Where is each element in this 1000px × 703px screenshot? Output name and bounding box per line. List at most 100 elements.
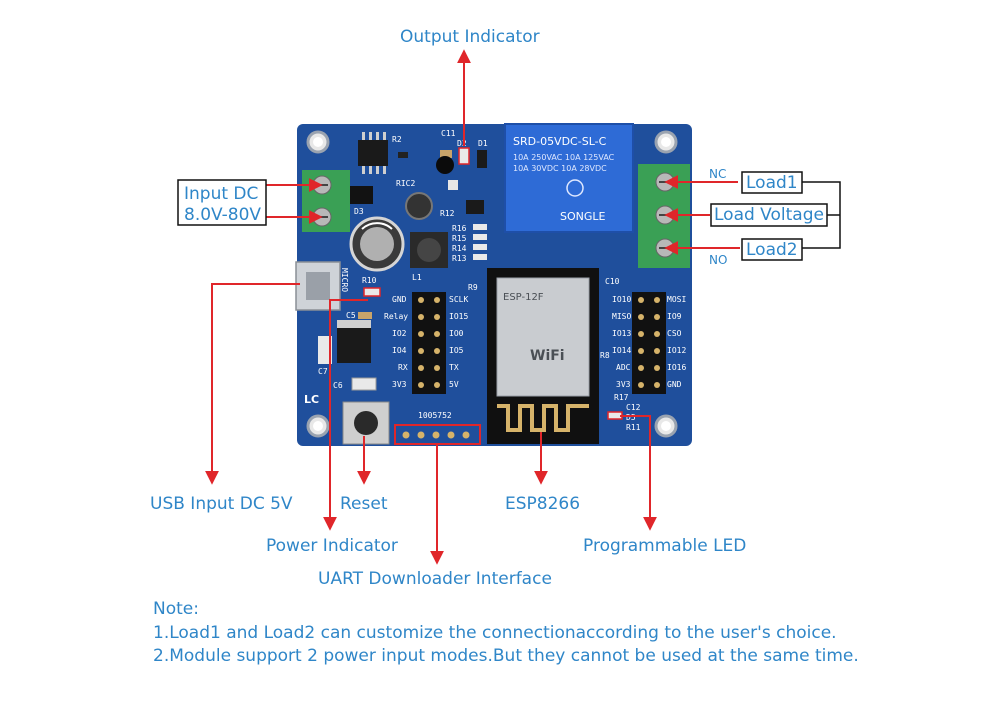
voltage-regulator: [337, 325, 371, 363]
callout-arrows: [205, 49, 740, 565]
notes: Note: 1.Load1 and Load2 can customize th…: [153, 599, 859, 666]
silk-l1: L1: [412, 273, 422, 282]
silk-r17: R17: [614, 393, 629, 402]
header-pin-label: CSO: [667, 329, 682, 338]
load-voltage-box: [710, 203, 828, 227]
micro-usb-port: [295, 261, 341, 311]
relay-model: SRD-05VDC-SL-C: [513, 135, 607, 148]
silk-c7: C7: [318, 367, 328, 376]
header-pin-label: IO16: [667, 363, 686, 372]
label-reset: Reset: [340, 494, 388, 514]
silk-c12: C12: [626, 403, 641, 412]
header-pin-label: IO4: [392, 346, 407, 355]
silk-r8: R8: [600, 351, 610, 360]
note-line-1: 1.Load1 and Load2 can customize the conn…: [153, 623, 837, 643]
label-no: NO: [709, 253, 727, 267]
silk-c5: C5: [346, 311, 356, 320]
programmable-led: [607, 411, 623, 420]
label-programmable-led: Programmable LED: [583, 536, 746, 556]
right-header-left-labels: IO10 MISO IO13 IO14 ADC 3V3: [612, 295, 631, 389]
left-header-labels: GND Relay IO2 IO4 RX 3V3: [384, 295, 408, 389]
input-terminal-block: [302, 170, 350, 232]
header-pin-label: 3V3: [616, 380, 631, 389]
load2-box: [741, 238, 803, 261]
ic-chip: [358, 132, 388, 174]
silk-d2: D2: [457, 139, 467, 148]
label-input-dc: Input DC: [184, 184, 258, 204]
label-esp8266: ESP8266: [505, 494, 580, 514]
right-pin-header: [632, 292, 666, 394]
silk-r9: R9: [468, 283, 478, 292]
label-uart: UART Downloader Interface: [318, 569, 552, 589]
header-pin-label: IO10: [612, 295, 631, 304]
power-led: [363, 287, 381, 297]
label-input-voltage: 8.0V-80V: [184, 205, 261, 225]
reset-button: [342, 401, 390, 445]
header-pin-label: 5V: [449, 380, 459, 389]
arrow-power-indicator: [323, 299, 368, 531]
header-pin-label: RX: [398, 363, 408, 372]
silk-r11: R11: [626, 423, 641, 432]
silk-serial: 1005752: [418, 411, 452, 420]
label-load1: Load1: [746, 173, 798, 193]
header-pin-label: IO2: [392, 329, 407, 338]
header-pin-label: IO5: [449, 346, 464, 355]
module-model: ESP-12F: [503, 292, 544, 303]
header-pin-label: SCLK: [449, 295, 468, 304]
silk-r10: R10: [362, 276, 377, 285]
header-pin-label: IO9: [667, 312, 682, 321]
silk-c10: C10: [605, 277, 620, 286]
label-load2: Load2: [746, 240, 798, 260]
silk-ric2: RIC2: [396, 179, 415, 188]
label-output-indicator: Output Indicator: [400, 27, 540, 47]
relay-rating-2: 10A 30VDC 10A 28VDC: [513, 164, 607, 173]
header-pin-label: MOSI: [667, 295, 686, 304]
relay-rating-1: 10A 250VAC 10A 125VAC: [513, 153, 615, 162]
relay-brand: SONGLE: [560, 210, 606, 223]
label-power-indicator: Power Indicator: [266, 536, 398, 556]
electrolytic-capacitor: [349, 216, 405, 272]
mounting-holes: [306, 130, 678, 438]
silk-r16: R16: [452, 224, 467, 233]
silk-c6: C6: [333, 381, 343, 390]
esp8266-module: ESP-12F WiFi: [487, 268, 599, 444]
right-header-right-labels: MOSI IO9 CSO IO12 IO16 GND: [667, 295, 686, 389]
header-pin-label: ADC: [616, 363, 631, 372]
pcb-antenna: [497, 404, 589, 432]
left-pin-header: [412, 292, 446, 394]
silk-r13: R13: [452, 254, 467, 263]
note-line-2: 2.Module support 2 power input modes.But…: [153, 646, 859, 666]
header-pin-label: TX: [449, 363, 459, 372]
header-pin-label: GND: [667, 380, 682, 389]
silk-r15: R15: [452, 234, 467, 243]
load1-box: [741, 171, 803, 194]
header-pin-label: IO14: [612, 346, 631, 355]
arrow-usb-input: [205, 283, 300, 485]
arrow-programmable-led: [620, 415, 657, 531]
label-usb-input: USB Input DC 5V: [150, 494, 293, 514]
silk-r14: R14: [452, 244, 467, 253]
silk-d5: D5: [626, 413, 636, 422]
silk-r12: R12: [440, 209, 455, 218]
mid-header-labels: SCLK IO15 IO0 IO5 TX 5V: [449, 295, 468, 389]
output-led: [458, 147, 470, 165]
label-nc: NC: [709, 167, 726, 181]
header-pin-label: 3V3: [392, 380, 407, 389]
header-pin-label: MISO: [612, 312, 631, 321]
load-bracket: [802, 181, 841, 249]
header-pin-label: IO0: [449, 329, 464, 338]
header-pin-label: IO15: [449, 312, 468, 321]
relay: SRD-05VDC-SL-C 10A 250VAC 10A 125VAC 10A…: [504, 123, 634, 233]
pcb-board: R2 C11 D2 D1 RIC2 D3 R12 L1 R16 R15 R14 …: [295, 123, 692, 446]
silk-micro: MICRO: [340, 268, 349, 292]
input-dc-box: [177, 179, 267, 226]
silk-c11: C11: [441, 129, 456, 138]
note-title: Note:: [153, 599, 199, 619]
uart-header: [402, 431, 470, 439]
header-pin-label: Relay: [384, 312, 408, 321]
label-load-voltage: Load Voltage: [714, 205, 824, 225]
silk-d1: D1: [478, 139, 488, 148]
board-logo: LC: [304, 393, 319, 406]
silk-d3: D3: [354, 207, 364, 216]
